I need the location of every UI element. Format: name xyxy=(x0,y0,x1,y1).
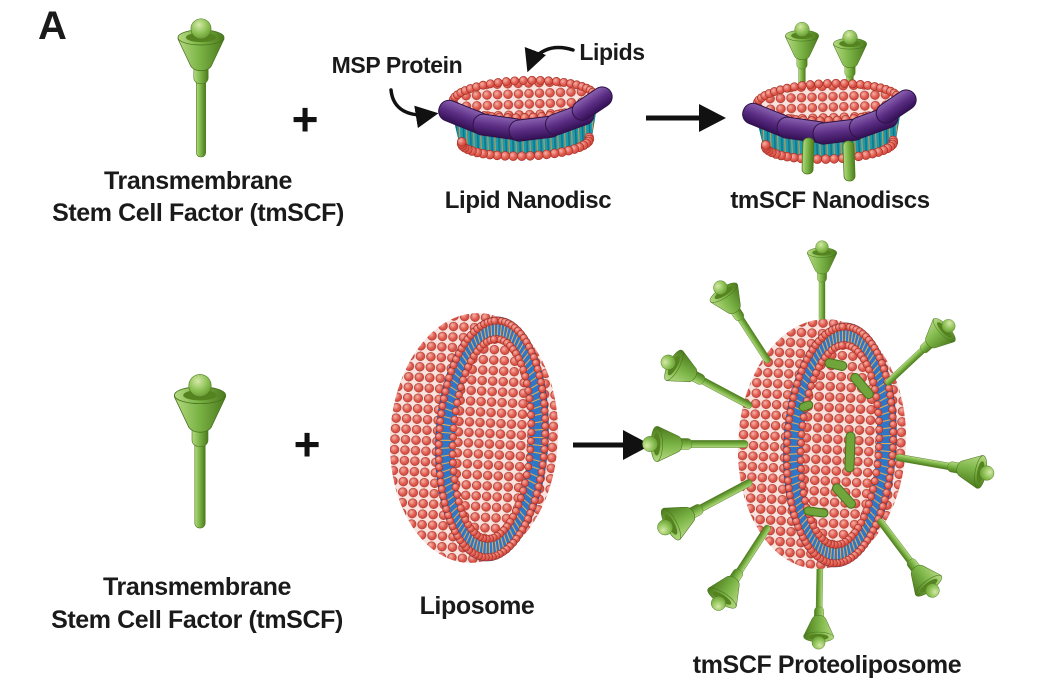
reaction-arrow-top-icon xyxy=(646,104,726,132)
lipid-nanodisc-label: Lipid Nanodisc xyxy=(444,187,612,214)
tmscf-nanodiscs-graphic xyxy=(737,21,923,182)
lipids-pointer-arrow-icon xyxy=(524,45,575,73)
lipid-nanodisc-graphic xyxy=(433,72,619,164)
radial-tmscf-protein xyxy=(875,309,965,396)
msp-pointer-arrow-icon xyxy=(389,88,439,129)
product-nanodisc-body xyxy=(737,75,923,167)
tmscf-proteoliposome-graphic xyxy=(642,240,998,650)
plus-icon-top: + xyxy=(291,92,319,145)
radial-tmscf-protein xyxy=(803,558,836,650)
interior-tmscf-rods xyxy=(798,358,874,518)
proteoliposome-body xyxy=(731,314,913,574)
tmscf-molecule-bottom xyxy=(173,373,227,529)
tmscf-nanodiscs-label: tmSCF Nanodiscs xyxy=(730,187,930,214)
tmscf-proteoliposome-label: tmSCF Proteoliposome xyxy=(692,651,962,679)
radial-tmscf-protein xyxy=(642,426,749,462)
tmscf-label-bottom-line1: Transmembrane xyxy=(103,573,291,601)
lipids-label: Lipids xyxy=(579,39,645,65)
tmscf-label-top-line2: Stem Cell Factor (tmSCF) xyxy=(52,199,344,227)
radial-tmscf-protein xyxy=(865,509,950,606)
tmscf-label-bottom-line2: Stem Cell Factor (tmSCF) xyxy=(51,606,343,634)
liposome-label: Liposome xyxy=(419,592,535,620)
reaction-arrow-bottom-icon xyxy=(573,430,651,460)
tmscf-label-bottom: Transmembrane Stem Cell Factor (tmSCF) xyxy=(51,571,343,637)
radial-tmscf-protein xyxy=(892,440,998,491)
radial-tmscf-protein xyxy=(807,240,837,330)
tmscf-stem-stubs xyxy=(801,137,856,182)
tmscf-label-top: Transmembrane Stem Cell Factor (tmSCF) xyxy=(52,165,344,229)
msp-protein-label: MSP Protein xyxy=(331,52,463,78)
tmscf-label-top-line1: Transmembrane xyxy=(104,167,292,195)
plus-icon-bottom: + xyxy=(293,417,321,470)
liposome-graphic xyxy=(383,308,565,568)
panel-label: A xyxy=(38,4,67,48)
tmscf-molecule-top xyxy=(177,18,225,158)
